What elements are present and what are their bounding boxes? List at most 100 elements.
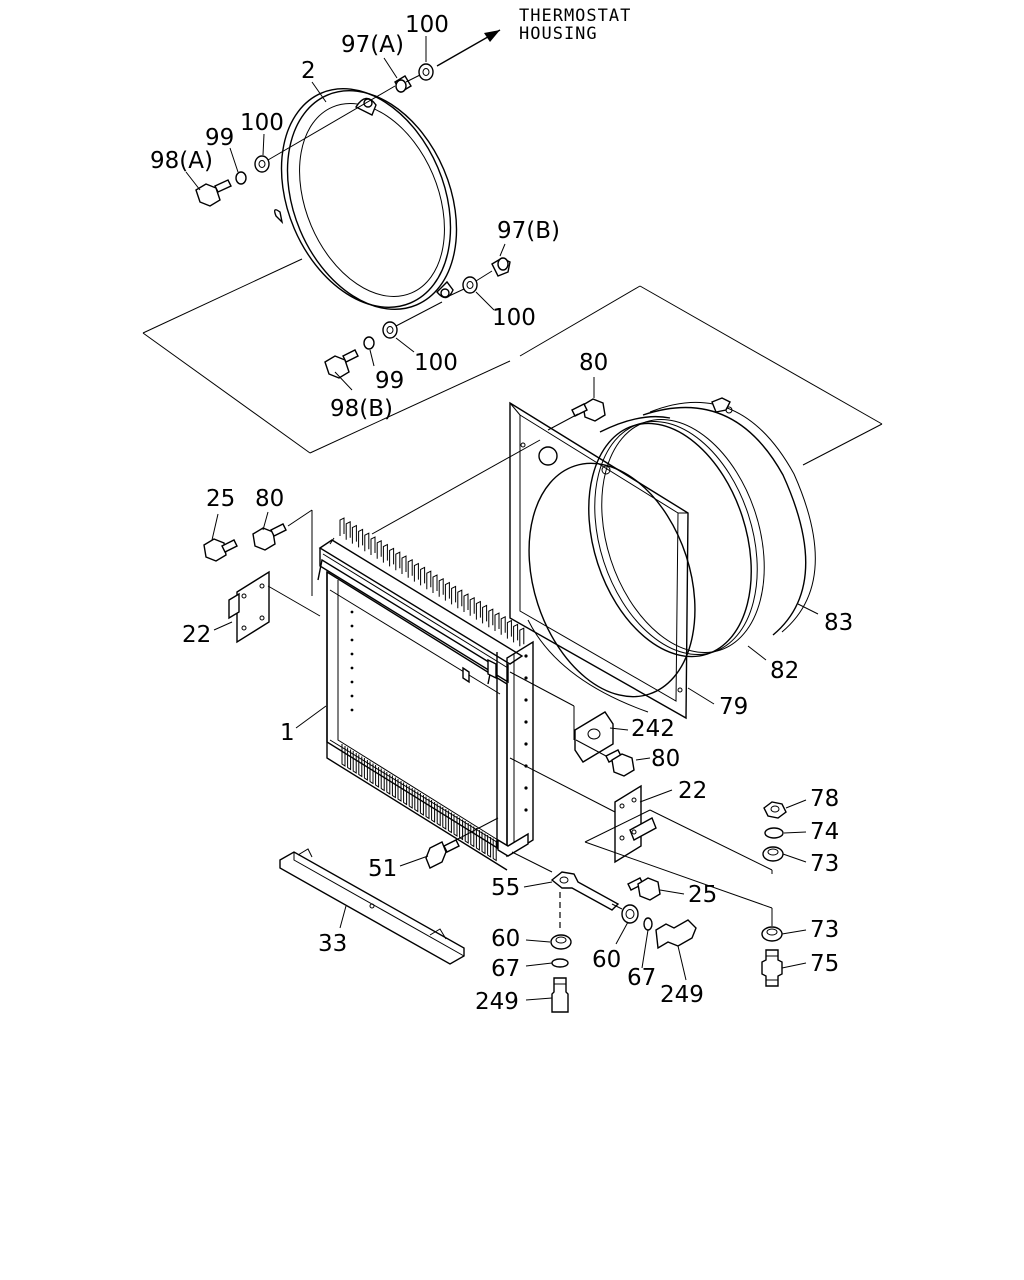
- washer-100-low: [382, 321, 398, 339]
- callout-100-ring: 100: [240, 110, 284, 136]
- spacer-97b: [491, 257, 511, 277]
- fin-bottom: [459, 817, 464, 841]
- fin-top: [432, 574, 438, 593]
- callout-25-right: 25: [688, 882, 717, 908]
- core-hole: [350, 666, 354, 670]
- side-hole: [524, 808, 528, 812]
- callout-73-a: 73: [810, 851, 839, 877]
- fin-bottom: [487, 835, 492, 858]
- fin-top: [469, 596, 475, 616]
- callout-97a: 97(A): [341, 32, 404, 58]
- fin-top: [513, 623, 519, 643]
- bottom-rail-33: [279, 848, 465, 965]
- annotation-line2: HOUSING: [519, 24, 598, 44]
- fan-shroud-79: [509, 401, 696, 720]
- radiator-holes: [350, 610, 528, 812]
- annotation-line1: THERMOSTAT: [519, 6, 631, 26]
- callout-80-top: 80: [579, 350, 608, 376]
- fin-top: [444, 581, 450, 601]
- core-hole: [350, 680, 354, 684]
- leader-242: [509, 671, 575, 707]
- core-hole: [350, 652, 354, 656]
- mount-60-right: [621, 904, 639, 924]
- fin-bottom: [341, 744, 346, 767]
- side-hole: [524, 698, 528, 702]
- core-hole: [350, 694, 354, 698]
- washer-67-left: [551, 958, 569, 968]
- fin-top: [482, 604, 488, 624]
- callout-249-left: 249: [475, 989, 519, 1015]
- fin-top: [488, 608, 494, 628]
- side-hole: [524, 654, 528, 658]
- left-leader-lines: [267, 509, 321, 617]
- callout-78: 78: [810, 786, 839, 812]
- bracket-22-left: [228, 570, 270, 644]
- radiator-bottom-fins: [341, 744, 497, 862]
- washer-100-right: [462, 276, 478, 294]
- fin-top: [500, 615, 506, 635]
- stud-75: [761, 949, 783, 987]
- bolt-98a: [195, 179, 232, 207]
- fan-cover-83: [599, 397, 816, 636]
- spacer-97a: [394, 75, 412, 93]
- bracket-22-right: [614, 784, 657, 864]
- fin-bottom: [391, 775, 396, 799]
- bolt-25-left: [203, 538, 238, 562]
- leader-frame-diag: [371, 439, 541, 535]
- fin-bottom: [386, 772, 391, 795]
- radiator-core: [318, 537, 534, 871]
- callout-leaders: [185, 36, 819, 1001]
- washer-100-ring: [254, 155, 270, 173]
- callout-100-right: 100: [492, 305, 536, 331]
- callout-98b: 98(B): [330, 396, 393, 422]
- radiator-top-fins: [339, 517, 525, 647]
- washer-100-top: [418, 63, 434, 81]
- washer-99-low: [363, 336, 375, 350]
- fin-bottom: [369, 761, 374, 785]
- callout-60-right: 60: [592, 947, 621, 973]
- washer-99-top: [235, 171, 247, 185]
- callout-33: 33: [318, 931, 347, 957]
- callout-22-left: 22: [182, 622, 211, 648]
- stud-249-right: [655, 919, 697, 950]
- leader-22-right: [509, 757, 616, 813]
- callout-60-left: 60: [491, 926, 520, 952]
- fin-top: [506, 619, 512, 639]
- fin-top: [426, 570, 432, 590]
- fan-ring-82: [588, 418, 765, 658]
- callout-55: 55: [491, 875, 520, 901]
- callout-67-left: 67: [491, 956, 520, 982]
- fin-top: [370, 536, 376, 555]
- fin-bottom: [447, 810, 452, 834]
- fin-top: [339, 517, 345, 536]
- fin-bottom: [470, 824, 475, 848]
- washer-67-right: [643, 917, 653, 931]
- fin-bottom: [453, 814, 458, 837]
- core-hole: [350, 638, 354, 642]
- leader-22-right-b: [584, 809, 651, 843]
- fin-bottom: [464, 821, 469, 844]
- callout-labels: 100 97(A) 2 100 99 98(A) 97(B) 100 100 9…: [150, 12, 853, 1015]
- callout-100-low: 100: [414, 350, 458, 376]
- side-hole: [524, 786, 528, 790]
- bolt-80-left: [252, 523, 287, 551]
- fin-bottom: [414, 789, 419, 813]
- side-hole: [524, 676, 528, 680]
- ring-assembly-boundary: [142, 258, 883, 466]
- fin-bottom: [352, 751, 357, 774]
- fin-bottom: [492, 838, 497, 862]
- leader-80-mid: [575, 739, 607, 757]
- fin-top: [463, 593, 469, 612]
- callout-99-low: 99: [375, 368, 404, 394]
- fin-top: [376, 539, 382, 559]
- callout-2: 2: [301, 58, 316, 84]
- callout-25-left: 25: [206, 486, 235, 512]
- grommet-73-a: [762, 846, 784, 862]
- fin-top: [457, 589, 463, 609]
- bolt-25-right: [627, 877, 661, 901]
- fin-bottom: [475, 828, 480, 851]
- fin-top: [401, 555, 407, 574]
- fin-bottom: [363, 758, 368, 781]
- leader-60-right: [611, 903, 623, 910]
